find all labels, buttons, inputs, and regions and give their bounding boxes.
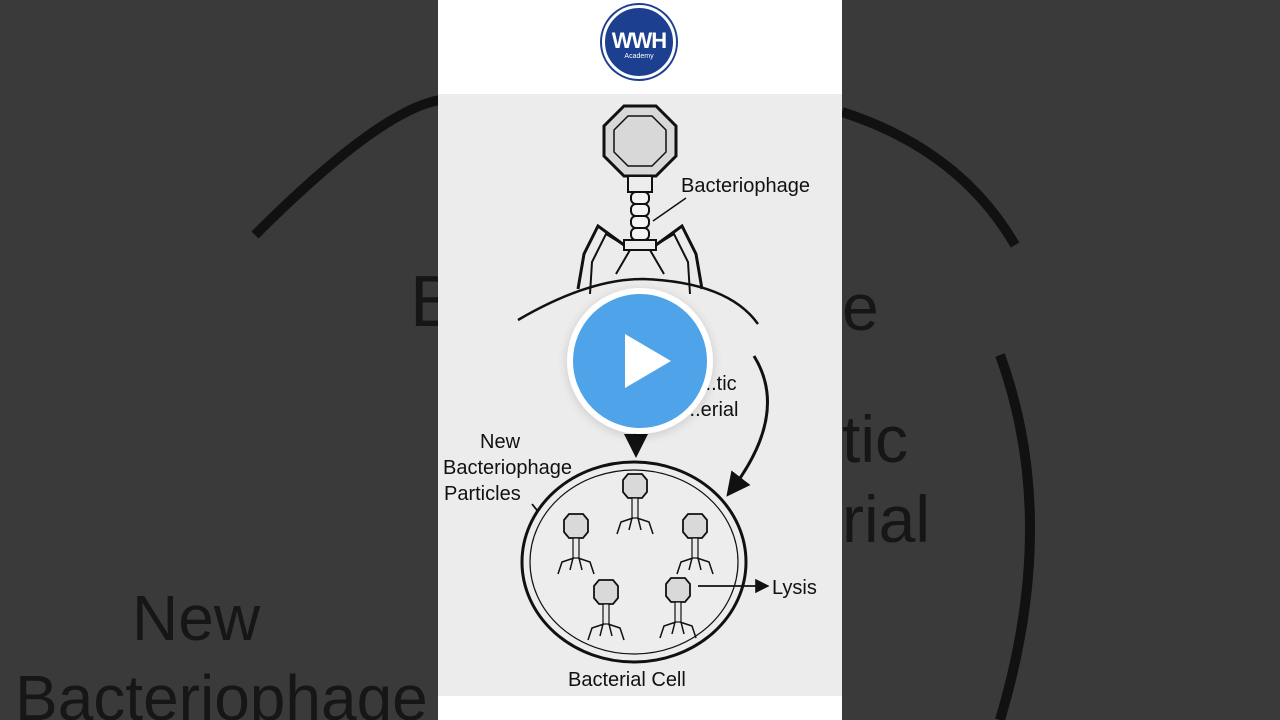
bacteriophage-illustration [576,104,704,295]
bg-text-rial: rial [842,482,930,556]
label-lysis: Lysis [772,577,817,599]
bacterial-cell-outline [520,460,748,664]
bg-text-bacteriophage: Bacteriophage [15,662,428,720]
bg-cell-arc-right [840,107,1020,248]
label-new-particles-line2: Bacteriophage [443,457,572,479]
label-new-particles-line1: New [480,431,521,453]
bg-text-e: e [842,270,879,344]
bg-cell-arc-left [251,95,441,239]
label-bacteriophage: Bacteriophage [681,175,810,197]
bg-text-tic: tic [842,402,908,476]
bg-text-new: New [132,582,261,654]
logo-subtitle: Academy [624,53,654,60]
cycle-arrow-right [726,355,769,497]
bg-cell-outline-right [995,353,1035,720]
bacterial-cell-inner-membrane [529,469,739,655]
play-button[interactable] [567,288,713,434]
bacteriophage-callout-line [652,197,687,222]
infected-cell-outline [517,277,760,325]
channel-logo: WWH Academy [602,5,676,79]
logo-brand: WWH [611,28,667,53]
play-icon [625,334,671,388]
label-new-particles-line3: Particles [444,483,521,505]
label-bacterial-cell: Bacterial Cell [568,669,686,691]
